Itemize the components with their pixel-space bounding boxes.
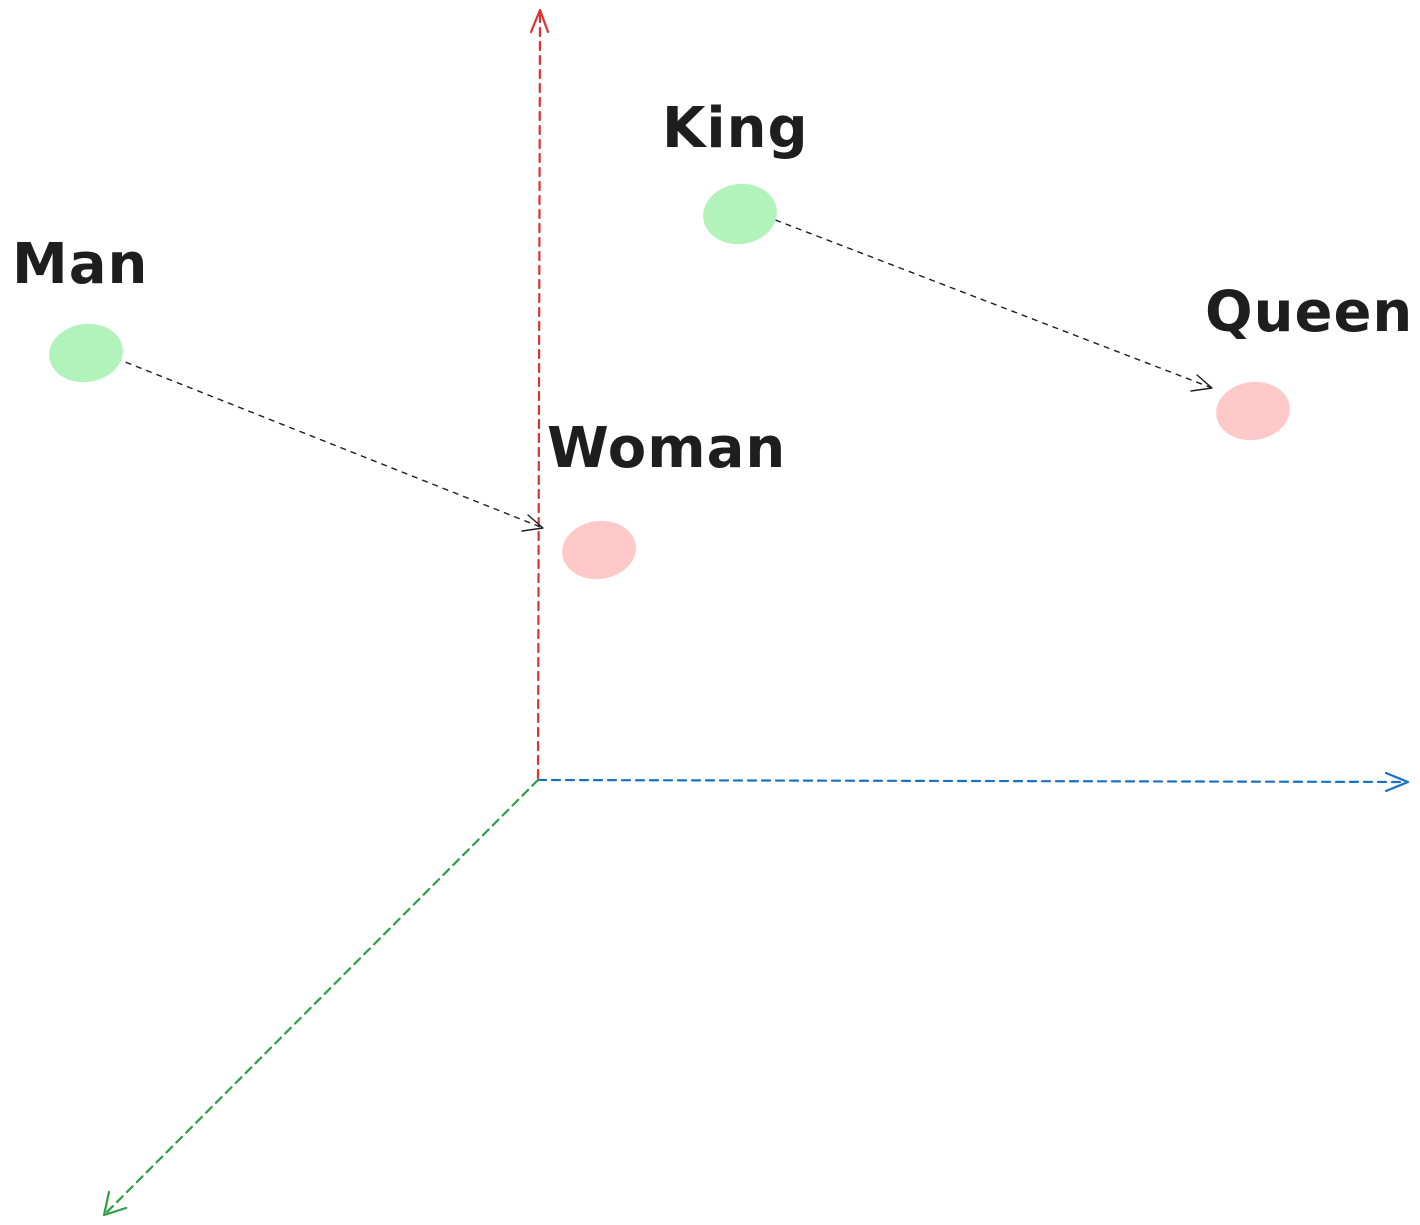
- relation-arrowhead-man-woman: [521, 514, 544, 532]
- label-man: Man: [12, 232, 148, 297]
- point-man: [49, 323, 123, 383]
- point-woman: [562, 520, 636, 580]
- relations: [94, 215, 1213, 532]
- relation-arrow-king-queen: [764, 215, 1213, 389]
- label-king: King: [662, 96, 809, 161]
- depth-axis: [104, 778, 540, 1215]
- vertical-axis-arrowhead: [529, 8, 550, 34]
- point-king: [703, 183, 777, 245]
- point-queen: [1216, 381, 1290, 441]
- depth-axis-arrowhead: [102, 1190, 128, 1217]
- label-queen: Queen: [1205, 280, 1413, 345]
- label-woman: Woman: [547, 416, 786, 481]
- horizontal-axis: [536, 778, 1407, 784]
- vertical-axis: [536, 10, 542, 780]
- axes: [102, 8, 1410, 1217]
- horizontal-axis-arrowhead: [1384, 771, 1410, 793]
- relation-arrow-man-woman: [94, 349, 544, 529]
- word-points: [49, 183, 1290, 580]
- word-labels: Man Woman King Queen: [12, 96, 1413, 481]
- relation-arrowhead-king-queen: [1190, 374, 1213, 392]
